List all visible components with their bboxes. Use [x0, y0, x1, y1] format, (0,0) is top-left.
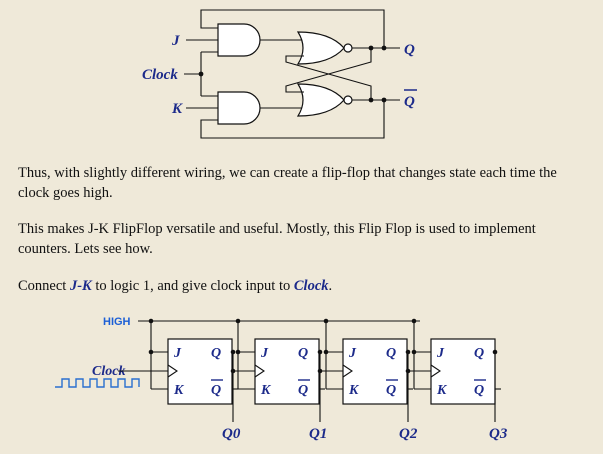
ff-qbar-label: Q: [211, 383, 221, 398]
ff-k-label: K: [348, 383, 360, 398]
flipflop-box: [342, 338, 408, 405]
high-label: HIGH: [103, 316, 131, 328]
flipflop-0: J K Q Q Q0: [148, 318, 241, 442]
q-junction-b: [381, 45, 387, 51]
q-junction: [317, 349, 323, 355]
clock-triangle-icon: [167, 364, 178, 378]
ff-j-label: J: [260, 346, 269, 361]
q-junction: [492, 349, 498, 355]
output-label-q2: Q2: [399, 426, 418, 442]
q-junction: [405, 349, 411, 355]
nor-bottom-bubble: [343, 95, 353, 105]
flipflop-box: [254, 338, 320, 405]
connect-text-1: Connect: [18, 278, 70, 294]
paragraph-versatile: This makes J-K FlipFlop versatile and us…: [18, 221, 536, 257]
connect-jk: J-K: [69, 278, 92, 294]
jk-flipflop-gate-diagram: J K Clock Q Q: [142, 9, 417, 139]
ff-qbar-label: Q: [474, 383, 484, 398]
ff-j-label: J: [436, 346, 445, 361]
ff-q-label: Q: [298, 346, 308, 361]
q-output-wire: [319, 351, 321, 422]
ff-q-label: Q: [386, 346, 396, 361]
ff-qbar-label: Q: [386, 383, 396, 398]
clock-square-wave: [55, 378, 140, 388]
connect-clock: Clock: [293, 278, 329, 294]
ff-k-label: K: [436, 383, 448, 398]
nor-gate-bottom: [296, 83, 345, 117]
clock-triangle-icon: [342, 364, 353, 378]
qbar-junction-b: [381, 97, 387, 103]
clock-label: Clock: [142, 67, 178, 83]
flipflop-2: J K Q Q Q2: [317, 318, 418, 442]
ff-q-label: Q: [211, 346, 221, 361]
ripple-junction: [405, 368, 411, 374]
cross-wire-q-to-bottom: [285, 48, 372, 93]
connect-text-2: to logic 1, and give clock input to: [91, 278, 294, 294]
clock-triangle-icon: [430, 364, 441, 378]
q-output-wire: [407, 351, 409, 422]
flipflop-box: [167, 338, 233, 405]
ripple-junction: [317, 368, 323, 374]
clock-triangle-icon: [254, 364, 265, 378]
j-junction: [148, 349, 154, 355]
ff-k-label: K: [260, 383, 272, 398]
output-label-q1: Q1: [309, 426, 327, 442]
flipflop-3: J K Q Q Q3: [405, 318, 508, 442]
cross-wire-qbar-to-top: [285, 55, 372, 100]
qbar-output-label: Q: [404, 94, 415, 110]
and-gate-bottom: [217, 91, 261, 125]
ff-qbar-label: Q: [298, 383, 308, 398]
high-junction: [148, 318, 154, 324]
output-label-q3: Q3: [489, 426, 508, 442]
ff-j-label: J: [348, 346, 357, 361]
j-junction: [411, 349, 417, 355]
ripple-junction: [230, 368, 236, 374]
nor-gate-top: [296, 31, 345, 65]
and-gate-top: [217, 23, 261, 57]
connect-text-3: .: [328, 278, 333, 294]
flipflop-group: J K Q Q Q0 J K Q Q Q1 J K Q Q Q2 J K Q Q Q3: [148, 318, 508, 442]
q-output-label: Q: [404, 42, 415, 58]
q-output-wire: [232, 351, 234, 422]
jk-high-tie-wire: [150, 321, 168, 390]
clock-junction: [198, 71, 204, 77]
jk-high-tie-wire: [325, 321, 343, 390]
flipflop-box: [430, 338, 496, 405]
high-junction: [323, 318, 329, 324]
k-label: K: [171, 101, 183, 117]
q-junction: [230, 349, 236, 355]
high-junction: [235, 318, 241, 324]
j-junction: [235, 349, 241, 355]
high-junction: [411, 318, 417, 324]
j-junction: [323, 349, 329, 355]
ff-q-label: Q: [474, 346, 484, 361]
flipflop-1: J K Q Q Q1: [230, 318, 327, 442]
j-label: J: [171, 33, 180, 49]
jk-high-tie-wire: [413, 321, 431, 390]
counter-clock-label: Clock: [92, 364, 125, 379]
ff-k-label: K: [173, 383, 185, 398]
paragraph-connect: Connect J-K to logic 1, and give clock i…: [18, 276, 578, 296]
paragraph-wiring: Thus, with slightly different wiring, we…: [18, 165, 557, 201]
nor-top-bubble: [343, 43, 353, 53]
jk-high-tie-wire: [237, 321, 255, 390]
ff-j-label: J: [173, 346, 182, 361]
output-label-q0: Q0: [222, 426, 241, 442]
